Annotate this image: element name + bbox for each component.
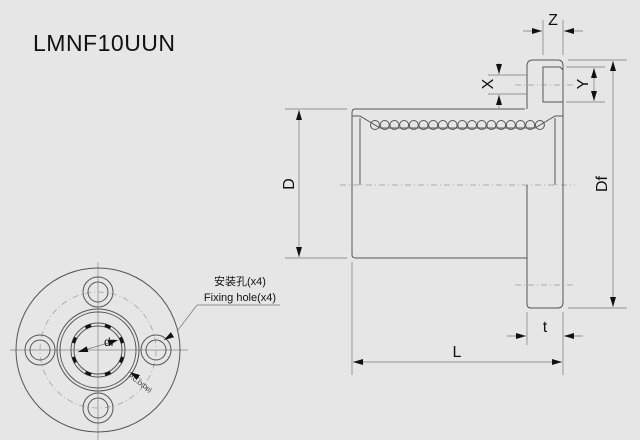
pcd-circle <box>39 291 157 409</box>
retainer-mark <box>104 371 112 377</box>
retainer-mark <box>84 371 92 377</box>
dim-label-Y: Y <box>575 78 592 89</box>
front-view <box>10 262 280 440</box>
ball <box>399 120 410 130</box>
dim-label-t: t <box>543 319 548 336</box>
retainer-mark <box>119 356 125 364</box>
ball <box>389 120 400 130</box>
dim-label-Df: Df <box>594 175 611 192</box>
ball <box>457 120 468 130</box>
retainer-mark <box>104 323 112 329</box>
retainer-mark <box>71 356 77 364</box>
ball-retainers <box>71 323 125 377</box>
ball <box>515 120 526 130</box>
ball <box>370 120 380 130</box>
side-view <box>340 59 575 309</box>
callout-label-cn: 安装孔(x4) <box>214 274 266 288</box>
dim-label-dr: dr <box>104 335 115 349</box>
ball <box>486 120 497 130</box>
dim-label-pcd: P.C.D(Dp) <box>127 374 152 394</box>
ball-row <box>370 120 545 130</box>
ball <box>505 120 516 130</box>
ball <box>467 120 477 130</box>
dim-label-L: L <box>453 344 462 361</box>
ball-track <box>352 115 563 129</box>
ball <box>447 120 458 130</box>
retainer-mark <box>119 336 125 344</box>
ball <box>408 120 419 130</box>
ball <box>476 120 487 130</box>
ball <box>428 120 439 130</box>
leader-line <box>177 304 198 331</box>
flange <box>526 59 564 309</box>
dimension-lines <box>285 20 627 375</box>
dim-label-Z: Z <box>548 12 558 29</box>
ball <box>418 120 429 130</box>
retainer-mark <box>84 323 92 329</box>
counterbore <box>542 66 564 103</box>
bearing-body <box>351 108 527 259</box>
ball <box>534 120 545 130</box>
flange-outline <box>15 267 181 433</box>
ball <box>525 120 536 130</box>
retainer-mark <box>71 336 77 344</box>
ball <box>437 120 448 130</box>
dim-label-D: D <box>281 178 298 190</box>
part-number-title: LMNF10UUN <box>33 30 176 56</box>
dim-label-X: X <box>480 78 497 89</box>
ball <box>496 120 507 130</box>
fixing-holes <box>24 276 172 424</box>
callout-label-en: Fixing hole(x4) <box>204 292 276 304</box>
ball <box>379 120 390 130</box>
